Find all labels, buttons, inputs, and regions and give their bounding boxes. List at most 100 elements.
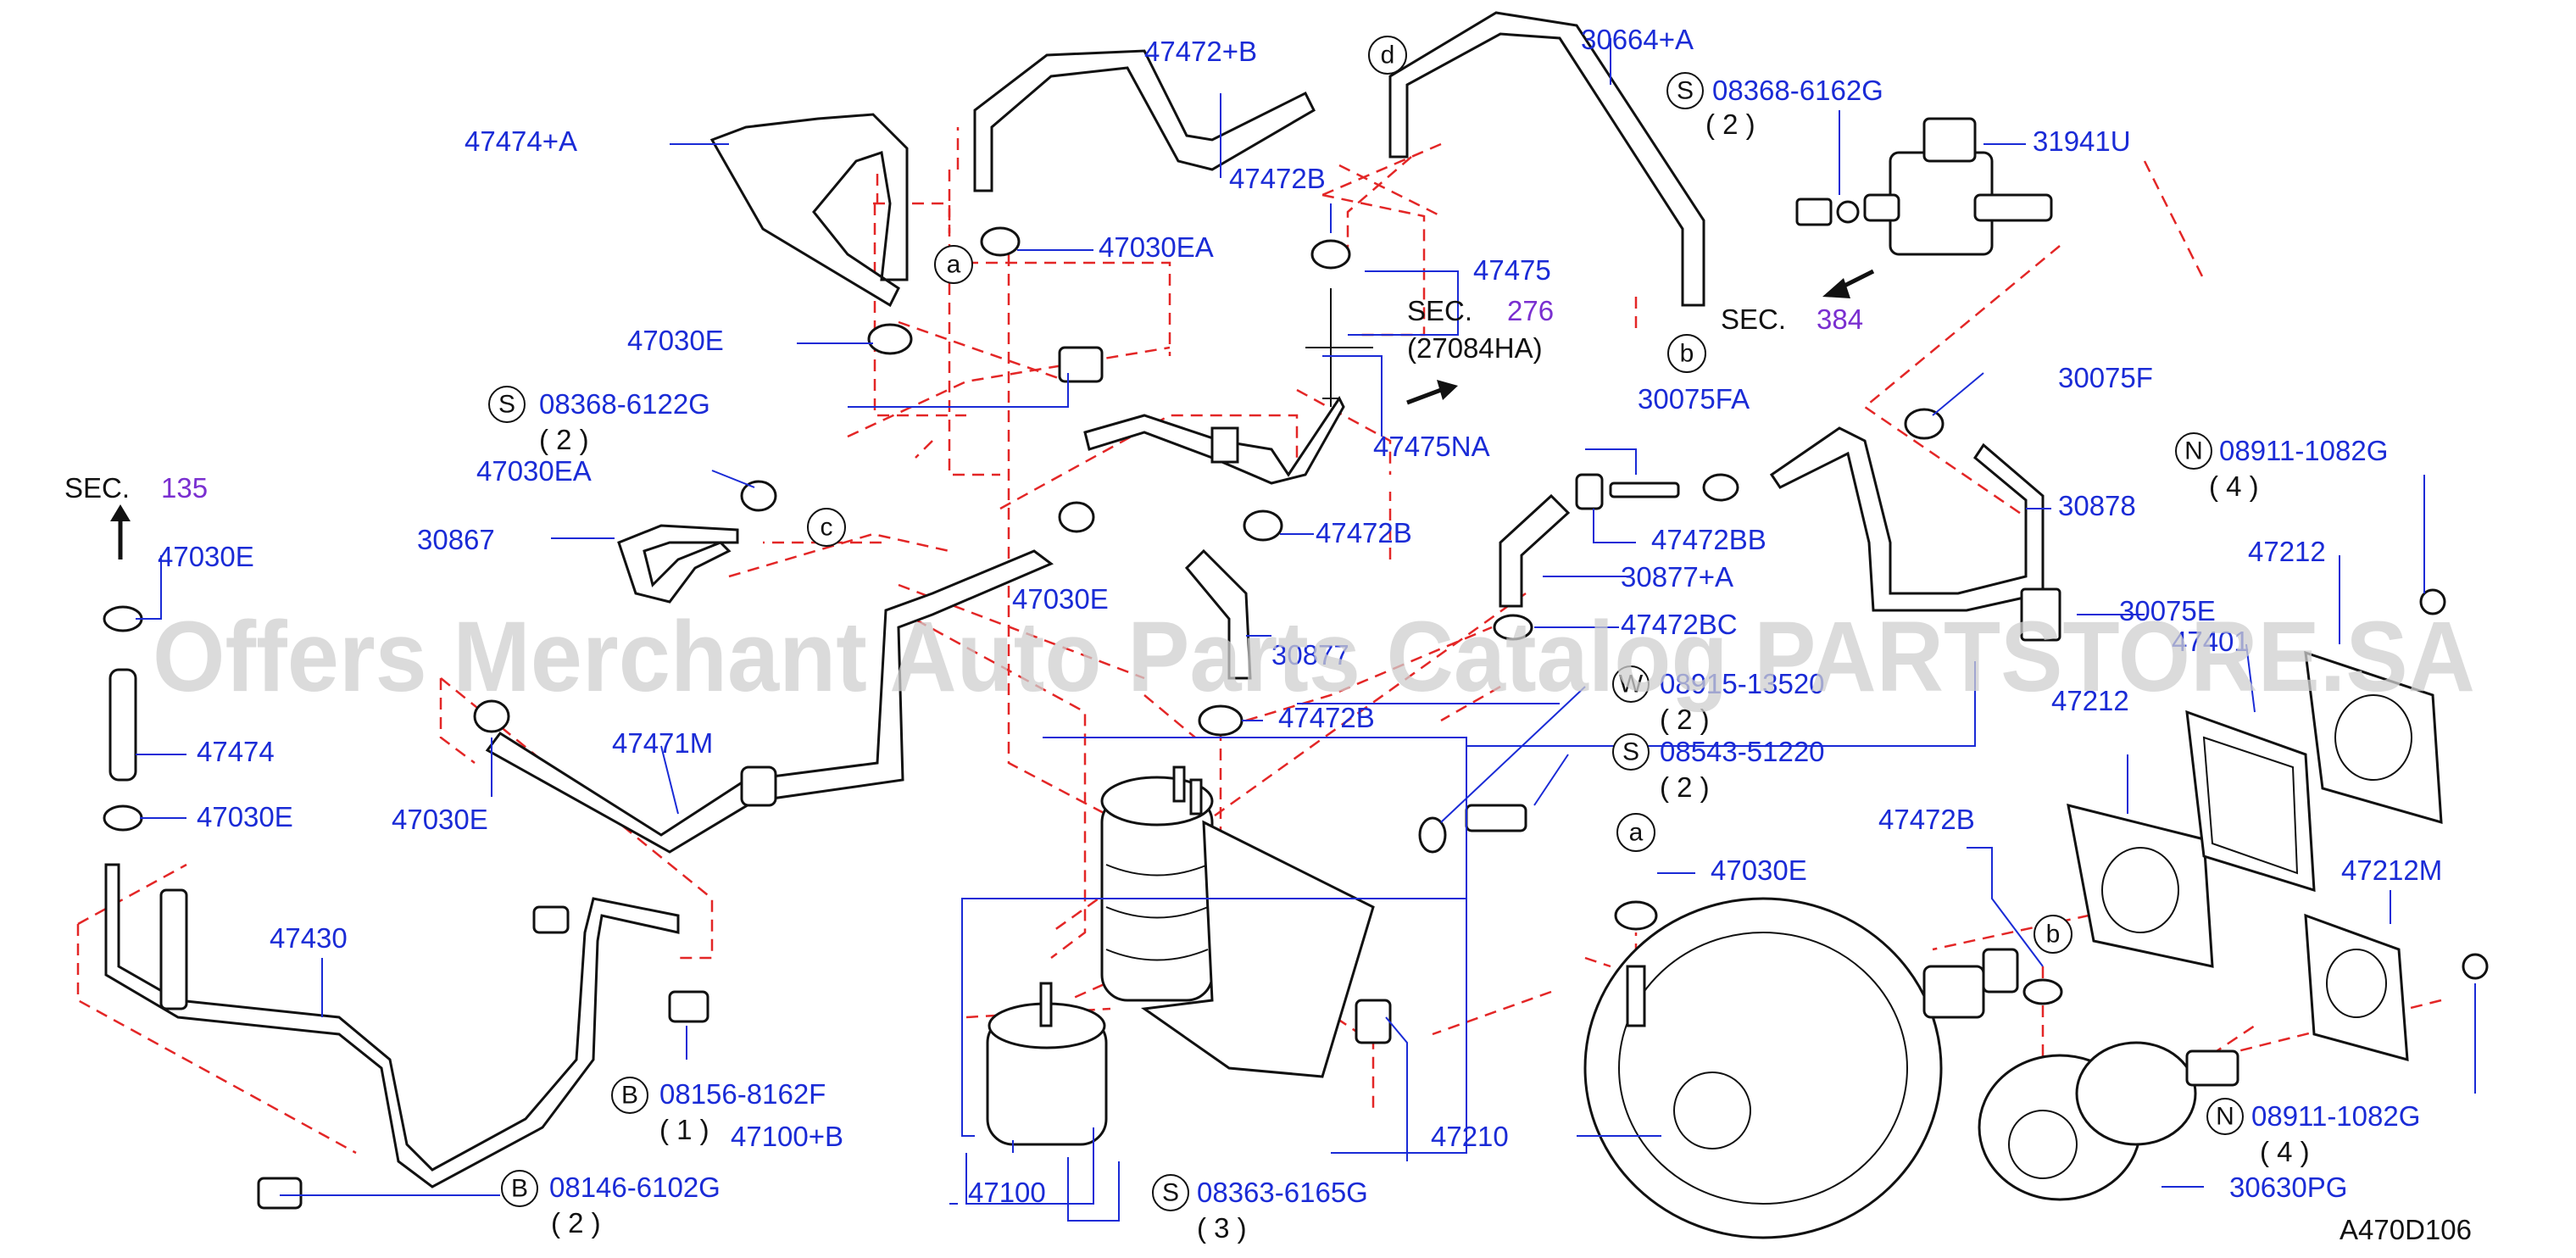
label-31941u: 31941U xyxy=(2033,125,2131,157)
label-47030ea-2: 47030EA xyxy=(476,455,592,487)
label-47475na: 47475NA xyxy=(1373,431,1490,462)
hose-47472b-plus xyxy=(973,49,1316,192)
label-47472b-1: 47472B xyxy=(1229,163,1326,194)
clamp-47030ea xyxy=(980,226,1021,257)
label-47030e-5: 47030E xyxy=(392,804,488,835)
booster-47210 xyxy=(1583,897,1943,1239)
hose-30878 xyxy=(1769,426,2045,612)
connector-b: b xyxy=(1680,340,1694,368)
hose-30877a xyxy=(1499,493,1571,608)
label-47401: 47401 xyxy=(2172,626,2250,657)
label-30075e: 30075E xyxy=(2119,595,2216,626)
label-08156-8162f: 08156-8162F xyxy=(659,1078,826,1110)
qty-08146-6102g: ( 2 ) xyxy=(551,1207,601,1239)
qty-08368-6122g: ( 2 ) xyxy=(539,424,589,455)
label-47030ea-top: 47030EA xyxy=(1099,231,1214,263)
section-refs: SEC. 135 SEC. 276 (27084HA) SEC. 384 xyxy=(64,295,1863,504)
prefix-s-08543-51220: S xyxy=(1622,738,1639,766)
label-30878: 30878 xyxy=(2058,490,2136,521)
label-47430: 47430 xyxy=(270,922,348,954)
label-47100: 47100 xyxy=(968,1177,1046,1208)
label-47212m: 47212M xyxy=(2341,854,2442,886)
pipe-47475 xyxy=(1305,288,1373,407)
connector-a-booster: a xyxy=(1629,819,1644,847)
prefix-w-08915-13520: W xyxy=(1619,671,1644,699)
prefix-n-08911-1082g-a: N xyxy=(2184,437,2203,465)
hose-30877 xyxy=(1184,548,1252,680)
label-47030e-4: 47030E xyxy=(197,801,293,832)
prefix-b-08156-8162f: B xyxy=(621,1082,638,1110)
qty-08543-51220: ( 2 ) xyxy=(1660,771,1710,803)
connector-d: d xyxy=(1381,42,1395,70)
qty-08363-6165g: ( 3 ) xyxy=(1197,1212,1247,1244)
part-drawings xyxy=(103,11,2489,1239)
qty-08915-13520: ( 2 ) xyxy=(1660,704,1710,735)
label-47475: 47475 xyxy=(1473,254,1551,286)
label-30630pg: 30630PG xyxy=(2229,1172,2347,1203)
label-30664a: 30664+A xyxy=(1581,24,1694,55)
label-08543-51220: 08543-51220 xyxy=(1660,736,1825,767)
label-30075fa: 30075FA xyxy=(1638,383,1750,415)
hose-30664a xyxy=(1388,11,1705,307)
label-47030e-2: 47030E xyxy=(158,541,254,572)
qty-08911-1082g-a: ( 4 ) xyxy=(2209,470,2259,502)
bracket-47100 xyxy=(1140,820,1375,1078)
label-30867: 30867 xyxy=(417,524,495,555)
prefix-s-08368-6162g: S xyxy=(1677,77,1694,105)
sec384-prefix: SEC. xyxy=(1721,303,1786,335)
label-47030e-1: 47030E xyxy=(627,325,724,356)
part-labels: 47474+A 47472+B 30664+A 08368-6162G ( 2 … xyxy=(158,24,2472,1245)
label-08911-1082g-b: 08911-1082G xyxy=(2251,1100,2420,1132)
sec135-number: 135 xyxy=(161,472,208,504)
section-arrows xyxy=(110,269,1875,559)
tube-47430 xyxy=(104,863,680,1188)
prefix-n-08911-1082g-b: N xyxy=(2216,1103,2234,1131)
sec384-number: 384 xyxy=(1817,303,1863,335)
connector-b-booster: b xyxy=(2046,921,2061,949)
label-08363-6165g: 08363-6165G xyxy=(1197,1177,1368,1208)
connector-markers: d a b c a b xyxy=(807,36,2072,954)
label-47472b-plus: 47472+B xyxy=(1144,36,1257,67)
label-47100b: 47100+B xyxy=(731,1121,843,1152)
gasket-47212-left xyxy=(2067,803,2214,968)
sec135-prefix: SEC. xyxy=(64,472,130,504)
gasket-47212-right xyxy=(2304,650,2443,825)
assembly-dashed-lines xyxy=(76,127,2442,1155)
label-08911-1082g-a: 08911-1082G xyxy=(2219,435,2388,466)
hose-30867 xyxy=(617,524,739,604)
label-08146-6102g: 08146-6102G xyxy=(549,1172,721,1203)
label-30877a: 30877+A xyxy=(1621,561,1733,593)
prefix-b-08146-6102g: B xyxy=(511,1175,528,1203)
sec276-sub: (27084HA) xyxy=(1407,332,1543,364)
label-47472b-3: 47472B xyxy=(1278,702,1375,733)
label-30075f: 30075F xyxy=(2058,362,2153,393)
label-47471m: 47471M xyxy=(612,727,713,759)
label-30877: 30877 xyxy=(1271,639,1349,671)
sec276-prefix: SEC. xyxy=(1407,295,1472,326)
label-47472b-2: 47472B xyxy=(1316,517,1412,548)
label-47212-1: 47212 xyxy=(2248,536,2326,567)
leader-lines xyxy=(136,38,2476,1222)
diagram-code: A470D106 xyxy=(2340,1214,2472,1245)
prefix-s-08368-6122g: S xyxy=(498,391,515,419)
connector-c: c xyxy=(821,514,833,542)
label-08915-13520: 08915-13520 xyxy=(1660,668,1825,699)
prefix-markers: S S N W S B N B S xyxy=(488,72,2244,1211)
qty-08368-6162g: ( 2 ) xyxy=(1705,109,1755,140)
label-08368-6122g: 08368-6122G xyxy=(539,388,710,420)
label-47030e-6: 47030E xyxy=(1711,854,1807,886)
watermark: Offers Merchant Auto Parts Catalog PARTS… xyxy=(153,601,2475,713)
label-47210: 47210 xyxy=(1431,1121,1509,1152)
qty-08911-1082g-b: ( 4 ) xyxy=(2260,1136,2310,1167)
bolt-08146-6102g xyxy=(257,1177,303,1210)
connector-a: a xyxy=(947,251,961,279)
hose-47474 xyxy=(108,668,137,782)
label-08368-6162g: 08368-6162G xyxy=(1712,75,1883,106)
label-47472bc: 47472BC xyxy=(1621,609,1738,640)
label-47030e-3: 47030E xyxy=(1012,583,1109,615)
hose-47474a xyxy=(709,113,909,308)
label-47212-2: 47212 xyxy=(2051,685,2129,716)
label-47472bb: 47472BB xyxy=(1651,524,1766,555)
sec276-number: 276 xyxy=(1507,295,1554,326)
